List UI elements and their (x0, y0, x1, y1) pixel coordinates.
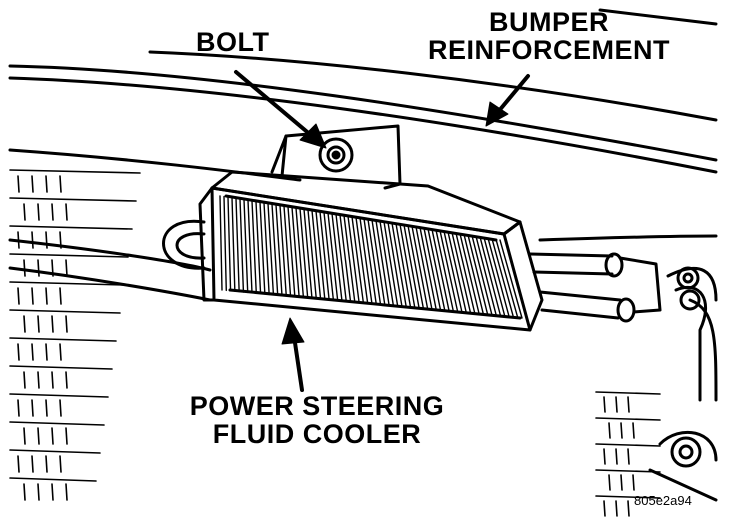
cooler-outlet-tubes (528, 252, 662, 323)
mounting-bracket (270, 124, 402, 190)
bumper-label-line2: REINFORCEMENT (428, 35, 670, 66)
grille-hatching-right (595, 391, 661, 517)
cooler-loop-tube (162, 219, 206, 270)
cooler-label-line1: POWER STEERING (189, 391, 445, 421)
figure-code: 805e2a94 (634, 493, 692, 508)
bumper-label-line1: BUMPER (488, 7, 609, 37)
cooler-leader-arrow (281, 317, 305, 392)
hose-fittings (648, 266, 718, 502)
cooler-body (198, 170, 544, 332)
cooler-fins (219, 195, 523, 319)
bolt-leader-arrow (234, 70, 327, 149)
grille-hatching-left (9, 169, 141, 501)
bumper-reinforcement-beam (8, 8, 718, 302)
cooler-label-line2: FLUID COOLER (212, 419, 422, 450)
power-steering-cooler-label: POWER STEERING FLUID COOLER (182, 392, 452, 449)
bolt-label: BOLT (196, 27, 270, 57)
bumper-leader-arrow (485, 74, 530, 127)
bumper-reinforcement-label: BUMPER REINFORCEMENT (420, 8, 678, 65)
bolt-head (318, 137, 354, 173)
